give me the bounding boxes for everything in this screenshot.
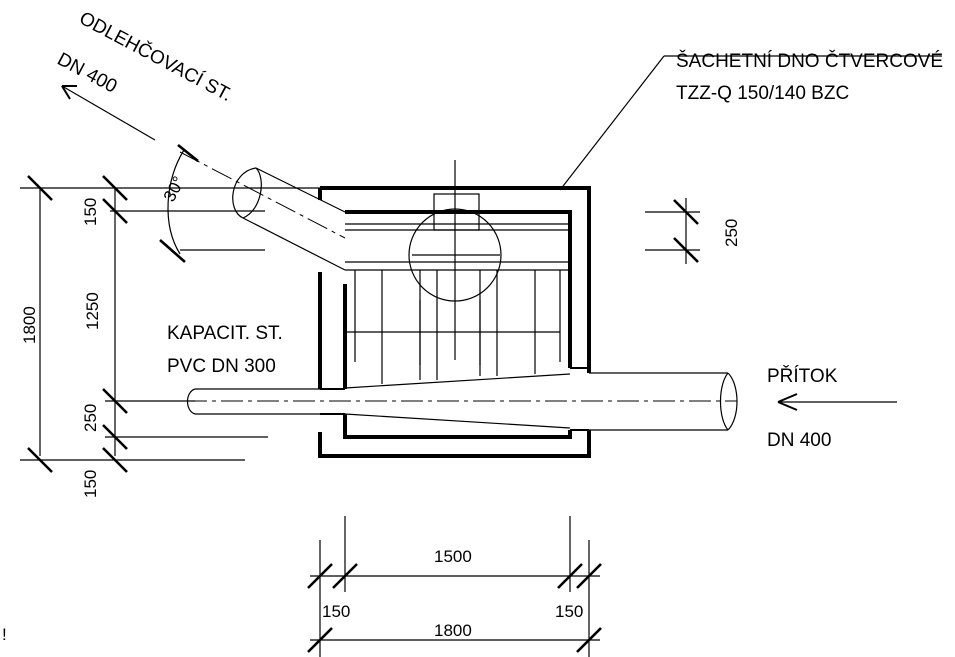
dim-bottom-wall-left: 150	[322, 602, 350, 621]
dim-bottom-wall-right: 150	[555, 602, 583, 621]
right-dimension	[645, 198, 700, 264]
channel-linework	[344, 160, 571, 429]
capacity-label-line1: KAPACIT. ST.	[167, 323, 283, 344]
dim-left-total: 1800	[20, 306, 39, 344]
capacity-label-line2: PVC DN 300	[167, 356, 276, 377]
dim-bottom-total: 1800	[434, 621, 472, 640]
stray-mark: !	[2, 625, 7, 644]
dim-bottom-inner: 1500	[434, 547, 472, 566]
dim-right-step: 250	[722, 219, 741, 247]
dim-left-inner: 1250	[83, 292, 102, 330]
inflow-label-line2: DN 400	[767, 430, 831, 451]
chamber-inner-wall	[320, 210, 589, 439]
bottom-dimensions	[307, 516, 602, 657]
chamber-bottom-label-line1: ŠACHETNÍ DNO ČTVERCOVÉ	[676, 50, 943, 72]
chamber-bottom-leader	[559, 55, 942, 191]
chamber-bottom-label-line2: TZZ-Q 150/140 BZC	[676, 83, 849, 104]
left-dimensions	[20, 175, 320, 473]
main-pipe	[185, 372, 738, 431]
angle-label: 30°	[160, 173, 189, 205]
inflow-arrow	[777, 393, 897, 411]
dim-left-lower: 250	[81, 404, 100, 432]
dim-left-bottom-wall: 150	[81, 470, 100, 498]
inflow-label-line1: PŘÍTOK	[767, 365, 838, 387]
chamber-outer-wall	[318, 186, 591, 458]
overflow-pipe	[61, 85, 346, 271]
dim-left-top-wall: 150	[81, 198, 100, 226]
